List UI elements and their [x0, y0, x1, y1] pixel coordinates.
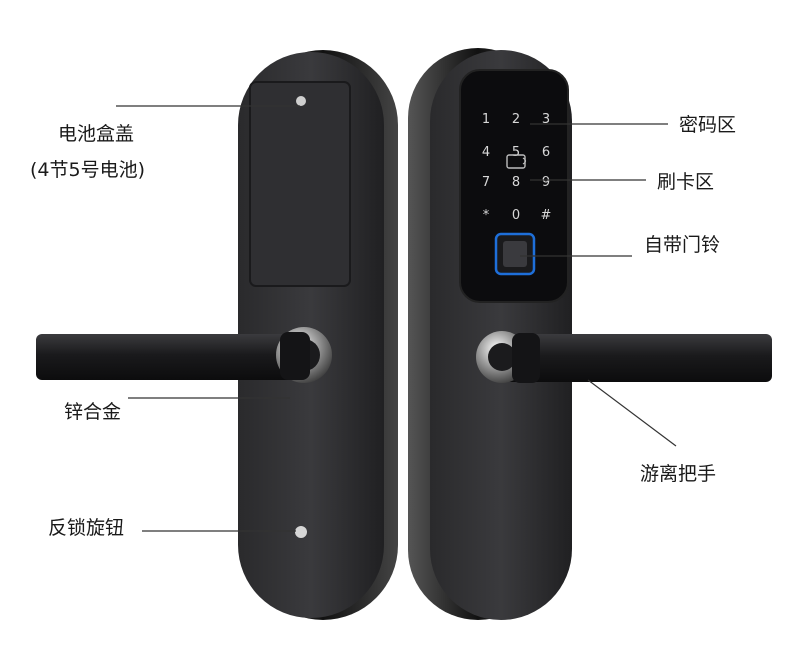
knob-screw — [295, 526, 307, 538]
battery-note-label: (4节5号电池) — [30, 159, 146, 181]
keypad-key: # — [541, 208, 552, 223]
back-handle-neck — [280, 332, 310, 380]
card-area-label: 刷卡区 — [657, 171, 715, 193]
keypad: 1 2 3 4 5 6 7 8 9 * 0 # — [482, 112, 552, 223]
keypad-key: 9 — [542, 175, 550, 190]
keypad-key: 2 — [512, 112, 520, 127]
leader-handle — [587, 379, 677, 447]
touch-panel — [459, 69, 569, 303]
battery-cover-screw — [296, 96, 306, 106]
keypad-key: 0 — [512, 208, 520, 223]
front-lock-unit: 1 2 3 4 5 6 7 8 9 * 0 # — [408, 48, 772, 620]
clutch-handle-label: 游离把手 — [640, 463, 717, 485]
keypad-key: 5 — [512, 145, 520, 160]
keypad-key: * — [483, 208, 490, 223]
back-lock-unit — [36, 50, 398, 620]
keypad-key: 6 — [542, 145, 550, 160]
back-handle-lever — [36, 334, 298, 380]
keypad-key: 7 — [482, 175, 490, 190]
card-reader-icon — [506, 154, 527, 169]
battery-cover-panel — [249, 81, 351, 287]
keypad-key: 8 — [512, 175, 520, 190]
zinc-alloy-label: 锌合金 — [64, 401, 122, 423]
keypad-key: 3 — [542, 112, 550, 127]
anti-lock-knob-label: 反锁旋钮 — [48, 517, 125, 539]
keypad-key: 4 — [482, 145, 490, 160]
keypad-area-label: 密码区 — [679, 114, 737, 136]
doorbell-label: 自带门铃 — [644, 234, 721, 256]
keypad-key: 1 — [482, 112, 490, 127]
battery-cover-label: 电池盒盖 — [58, 123, 135, 145]
front-handle-neck — [512, 333, 540, 383]
front-handle-lever — [500, 334, 772, 382]
leader-lines — [116, 105, 677, 532]
fingerprint-pad — [503, 241, 527, 267]
front-handle-rose-center — [488, 343, 516, 371]
